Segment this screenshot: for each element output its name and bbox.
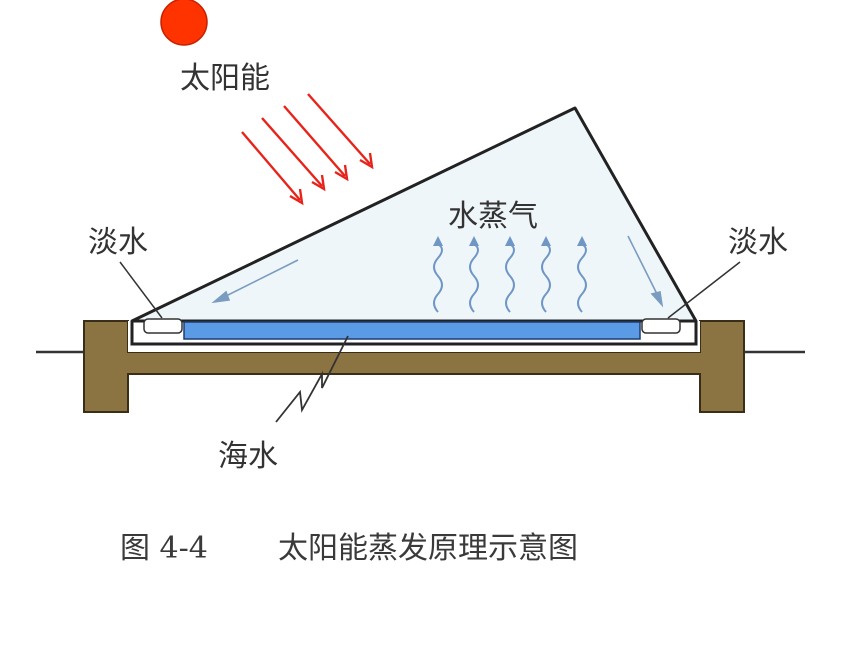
label-seawater: 海水 (218, 439, 278, 474)
basin-liner-edge (130, 321, 698, 346)
condensate-flow-arrows (211, 235, 664, 308)
water-vapor-icon (433, 243, 587, 313)
label-water-vapor: 水蒸气 (448, 199, 538, 234)
leader-seawater (275, 335, 349, 423)
fresh-water-trough-right (641, 318, 681, 334)
glass-cover (130, 106, 698, 323)
label-fresh-water-left: 淡水 (88, 225, 148, 260)
figure-number: 图 4-4 (120, 531, 208, 566)
vapor-arrow-heads (433, 236, 587, 246)
label-fresh-water-right: 淡水 (728, 225, 788, 260)
figure-caption: 太阳能蒸发原理示意图 (278, 531, 578, 566)
sun-rays-icon (241, 93, 374, 206)
label-solar-energy: 太阳能 (180, 61, 270, 96)
leader-fresh-right (667, 261, 741, 319)
leader-fresh-left (119, 261, 163, 319)
seawater-layer (183, 321, 641, 340)
fresh-water-trough-left (143, 318, 183, 334)
sun-icon (160, 0, 208, 46)
